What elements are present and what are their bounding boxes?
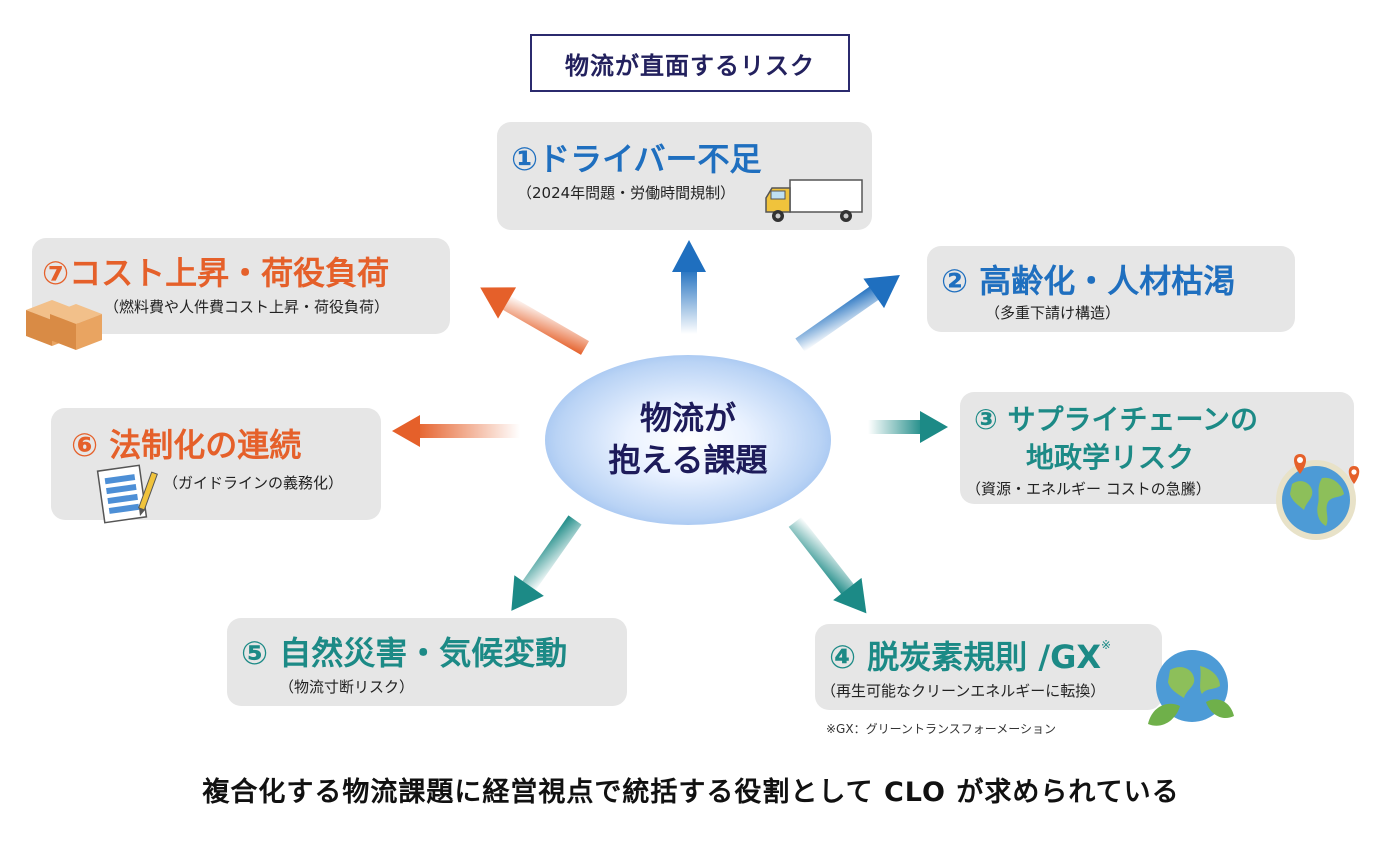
arrow-right bbox=[868, 411, 948, 443]
risk-card-5: ⑤ 自然災害・気候変動 （物流寸断リスク） bbox=[227, 618, 627, 706]
risk-4-sub: （再生可能なクリーンエネルギーに転換） bbox=[821, 682, 1106, 700]
risk-3-sub: （資源・エネルギー コストの急騰） bbox=[966, 480, 1211, 498]
arrow-down-right bbox=[788, 517, 867, 614]
risk-6-sub: （ガイドラインの義務化） bbox=[163, 474, 344, 492]
risk-1-sub: （2024年問題・労働時間規制） bbox=[517, 184, 736, 202]
risk-card-4: ④ 脱炭素規則 /GX※ （再生可能なクリーンエネルギーに転換） bbox=[815, 624, 1162, 710]
risk-card-1: ①ドライバー不足 （2024年問題・労働時間規制） bbox=[497, 122, 872, 230]
footer-message: 複合化する物流課題に経営視点で統括する役割として CLO が求められている bbox=[202, 777, 1180, 808]
arrow-down-left bbox=[511, 515, 582, 611]
risk-2-sub: （多重下請け構造） bbox=[985, 304, 1121, 322]
risk-5-sub: （物流寸断リスク） bbox=[279, 678, 415, 696]
boxes-icon bbox=[26, 300, 102, 350]
risk-4-note-mark: ※ bbox=[1101, 638, 1112, 652]
risk-3-heading-line-1: ③ サプライチェーンの bbox=[974, 403, 1259, 436]
footnote: ※GX：グリーントランスフォーメーション bbox=[826, 722, 1057, 736]
risk-5-heading: ⑤ 自然災害・気候変動 bbox=[241, 634, 568, 672]
center-line-2: 抱える課題 bbox=[608, 441, 768, 479]
globe-pin-icon bbox=[1276, 454, 1360, 540]
risk-4-heading-text: ④ 脱炭素規則 /GX bbox=[829, 638, 1102, 676]
globe-leaf-icon bbox=[1148, 650, 1234, 726]
risk-3-heading-line-2: 地政学リスク bbox=[1026, 441, 1195, 474]
diagram-title: 物流が直面するリスク bbox=[530, 34, 850, 92]
arrow-up-right bbox=[795, 275, 900, 352]
risk-card-6: ⑥ 法制化の連続 （ガイドラインの義務化） bbox=[51, 408, 381, 524]
risk-1-heading: ①ドライバー不足 bbox=[511, 140, 762, 178]
risk-2-heading: ② 高齢化・人材枯渇 bbox=[941, 262, 1236, 300]
risk-card-2: ② 高齢化・人材枯渇 （多重下請け構造） bbox=[927, 246, 1295, 332]
center-topic: 物流が 抱える課題 bbox=[545, 355, 831, 525]
risk-4-heading: ④ 脱炭素規則 /GX※ bbox=[829, 632, 1111, 678]
risk-7-sub: （燃料費や人件費コスト上昇・荷役負荷） bbox=[104, 298, 390, 316]
truck-icon bbox=[765, 179, 863, 222]
risk-6-heading: ⑥ 法制化の連続 bbox=[71, 426, 302, 464]
arrow-left bbox=[392, 415, 520, 447]
center-line-1: 物流が bbox=[639, 399, 736, 438]
document-pen-icon bbox=[96, 464, 158, 524]
arrow-up-left bbox=[480, 287, 589, 355]
arrow-up bbox=[672, 240, 706, 334]
risk-card-7: ⑦コスト上昇・荷役負荷 （燃料費や人件費コスト上昇・荷役負荷） bbox=[32, 238, 450, 334]
risk-7-heading: ⑦コスト上昇・荷役負荷 bbox=[42, 254, 390, 292]
